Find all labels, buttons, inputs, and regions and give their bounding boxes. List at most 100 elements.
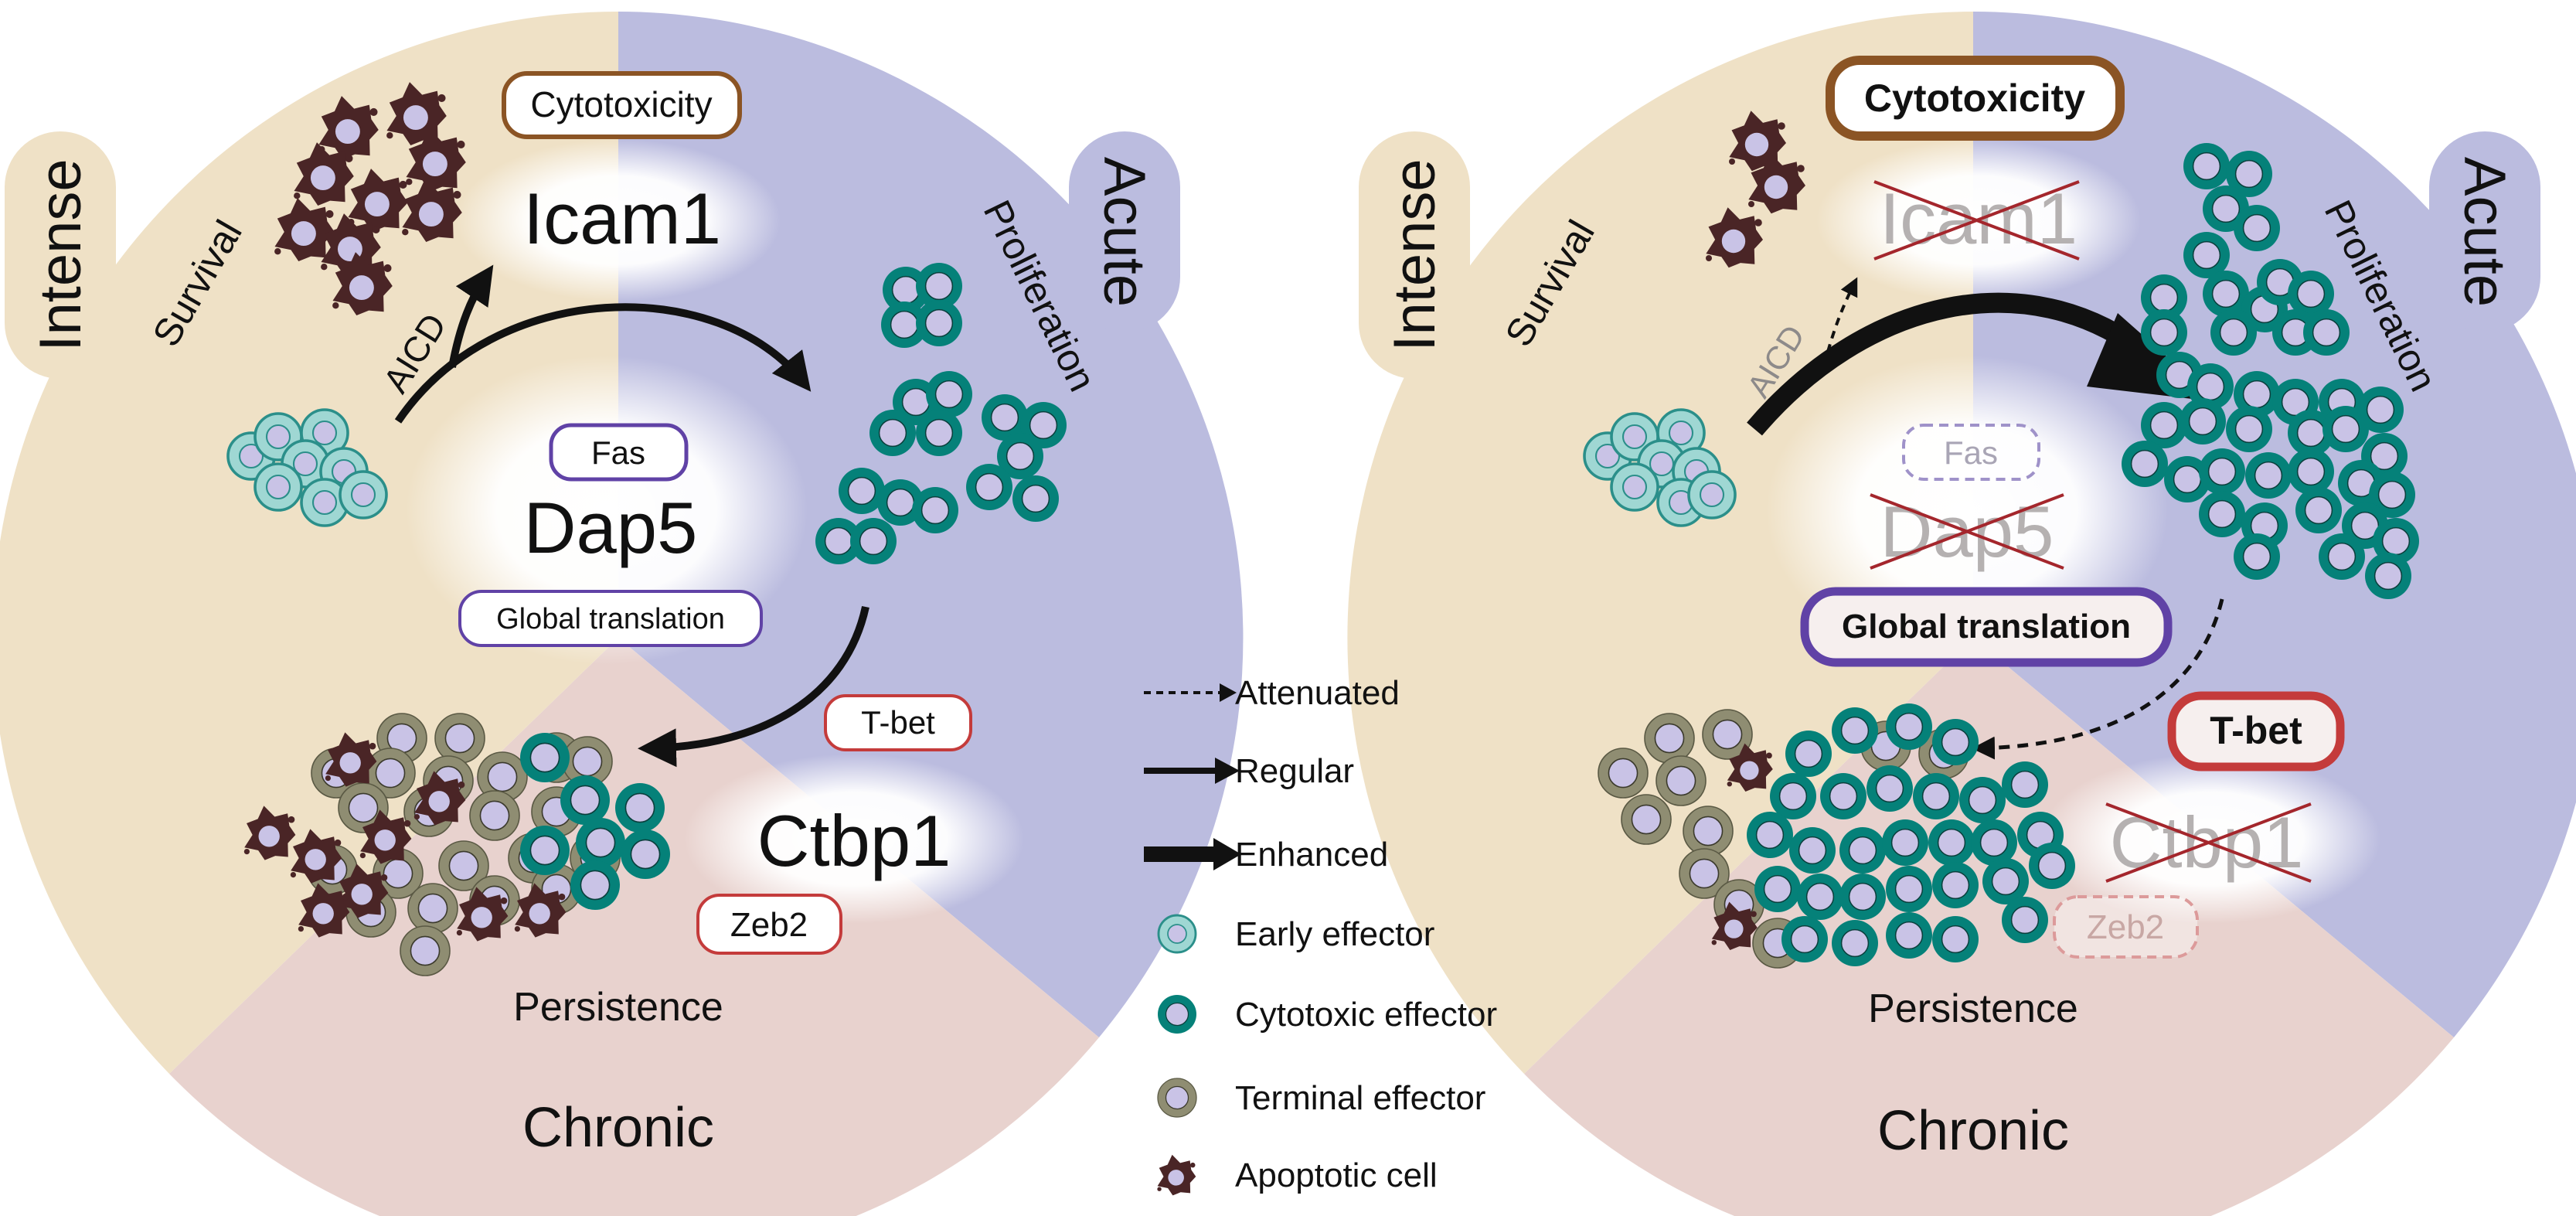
cyto-cell (839, 468, 885, 514)
cyto-cell (1747, 812, 1793, 858)
cyto-cell (570, 860, 620, 910)
legend-attenuated: Attenuated (1144, 674, 1400, 712)
apop-cell (243, 806, 296, 860)
right-intense-label: Intense (1382, 158, 1448, 351)
term-cell (469, 790, 520, 841)
cyto-cell (1982, 858, 2029, 904)
apop-cell (1157, 1154, 1196, 1196)
left-fas-tag: Fas (549, 423, 689, 482)
right-cells (1583, 111, 2419, 969)
cyto-cell (2226, 151, 2272, 197)
cyto-cell (2234, 371, 2280, 417)
cyto-cell (1928, 819, 1975, 866)
left-cells (226, 82, 1067, 976)
cyto-cell (877, 479, 924, 526)
right-cytotoxicity-tag: Cytotoxicity (1826, 56, 2125, 141)
left-chronic-pill: Chronic (475, 1082, 762, 1172)
legend-cytotoxic-effector: Cytotoxic effector (1158, 995, 1497, 1034)
right-sector-chronic (1524, 638, 2454, 1216)
svg-text:Cytotoxic effector: Cytotoxic effector (1235, 996, 1497, 1034)
term-cell (477, 751, 528, 802)
left-intense-label: Intense (28, 158, 94, 351)
cyto-cell (1866, 765, 1913, 812)
cyto-cell (1754, 866, 1801, 912)
cyto-cell (1932, 862, 1979, 908)
left-icam1-label: Icam1 (523, 178, 721, 259)
apop-cell (1748, 153, 1805, 214)
cyto-cell (2295, 487, 2342, 533)
cyto-cell (966, 464, 1012, 510)
cyto-cell (916, 410, 962, 456)
cyto-cell (982, 394, 1028, 441)
early-cell (1687, 470, 1737, 519)
early-cell (339, 470, 388, 519)
right-dap5-cross (1870, 493, 2064, 570)
early-cell (254, 462, 303, 512)
term-cell (434, 713, 485, 764)
apop-cell (1727, 743, 1773, 792)
cyto-cell (2183, 232, 2230, 278)
apop-cell (274, 198, 335, 261)
left-chronic-label: Chronic (522, 1097, 714, 1159)
term-cell (1644, 713, 1695, 764)
left-dap5-label: Dap5 (524, 487, 698, 568)
left-acute-pill: Acute (1069, 131, 1180, 332)
left-arrow-survival-to-proliferation (394, 303, 812, 424)
left-sector-chronic (169, 638, 1099, 1216)
right-persistence-label: Persistence (1868, 986, 2078, 1031)
cyto-cell (520, 826, 570, 875)
right-tbet-tag: T-bet (2167, 691, 2345, 771)
cyto-cell (2322, 406, 2369, 452)
terminal-effector-icon (1157, 1078, 1197, 1118)
cyto-cell (1886, 912, 1932, 959)
term-cell (1157, 1078, 1197, 1118)
left-icam1-glow (456, 139, 781, 301)
svg-text:Global translation: Global translation (1842, 608, 2131, 645)
right-acute-label: Acute (2452, 157, 2517, 307)
cyto-cell (1158, 995, 1196, 1034)
term-cell (400, 925, 451, 976)
term-cell (438, 840, 489, 891)
right-ctbp1-cross (2105, 802, 2312, 883)
cyto-cell (1820, 773, 1866, 819)
cyto-cell (2369, 472, 2415, 518)
svg-text:Fas: Fas (1944, 434, 1998, 471)
cyto-cell (869, 410, 916, 456)
cyto-cell (1781, 916, 1828, 962)
left-dap5-glow (406, 356, 808, 665)
left-intense-pill: Intense (5, 131, 116, 379)
apop-cell (1706, 207, 1763, 268)
cyto-cell (2357, 387, 2404, 433)
right-panel: Intense Acute Chronic Survival Prolifera… (1347, 12, 2576, 1216)
cyto-cell (2029, 843, 2075, 889)
cyto-cell (881, 301, 927, 348)
right-chronic-pill: Chronic (1829, 1085, 2117, 1175)
cyto-cell (850, 518, 897, 564)
apop-cell (413, 771, 466, 826)
cyto-cell (2141, 309, 2187, 356)
cyto-cell (2199, 491, 2245, 537)
cyto-cell (2141, 274, 2187, 321)
cyto-cell (1971, 819, 2017, 866)
term-cell (365, 748, 416, 799)
cyto-cell (1797, 874, 1843, 920)
left-zeb2-tag: Zeb2 (696, 894, 842, 955)
cyto-cell (2187, 363, 2234, 410)
apop-cell (332, 252, 393, 315)
cyto-cell (1886, 866, 1932, 912)
left-ctbp1-label: Ctbp1 (757, 800, 951, 881)
apop-cell (456, 887, 509, 942)
early-effector-icon (1157, 914, 1197, 954)
cyto-cell (2288, 448, 2334, 495)
left-global-translation-tag: Global translation (458, 590, 763, 647)
left-acute-label: Acute (1091, 157, 1157, 307)
cyto-cell (1770, 773, 1816, 819)
cyto-cell (1839, 827, 1886, 874)
apop-cell (348, 169, 408, 232)
cyto-cell (926, 371, 972, 417)
left-cytotoxicity-tag: Cytotoxicity (502, 71, 742, 139)
legend-enhanced: Enhanced (1144, 836, 1388, 874)
term-cell (1702, 709, 1753, 760)
cyto-cell (2164, 456, 2210, 502)
cyto-cell (1932, 719, 1979, 765)
